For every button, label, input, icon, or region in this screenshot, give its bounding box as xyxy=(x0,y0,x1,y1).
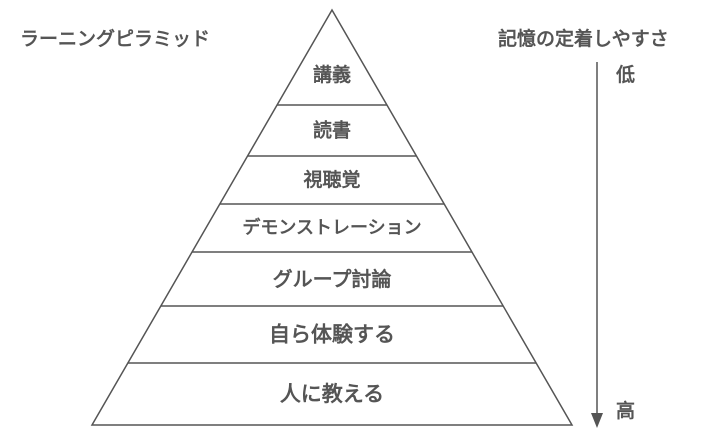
pyramid-level-label: 自ら体験する xyxy=(269,323,395,347)
retention-high-label: 高 xyxy=(616,400,636,422)
pyramid-level-label: 読書 xyxy=(313,119,351,142)
pyramid-level-label: 人に教える xyxy=(280,382,384,406)
pyramid-level-label: 視聴覚 xyxy=(302,168,360,191)
pyramid-level-label: グループ討論 xyxy=(273,267,393,291)
arrow-down-icon xyxy=(591,413,603,428)
pyramid-level-label: デモンストレーション xyxy=(242,217,421,239)
pyramid-title: ラーニングピラミッド xyxy=(20,28,211,50)
pyramid-outline xyxy=(90,8,574,426)
pyramid-level-label: 講義 xyxy=(313,63,351,86)
retention-arrow xyxy=(591,62,603,428)
retention-axis-title: 記憶の定着しやすさ xyxy=(498,28,669,50)
pyramid-dividers xyxy=(127,104,537,364)
retention-low-label: 低 xyxy=(616,64,636,86)
